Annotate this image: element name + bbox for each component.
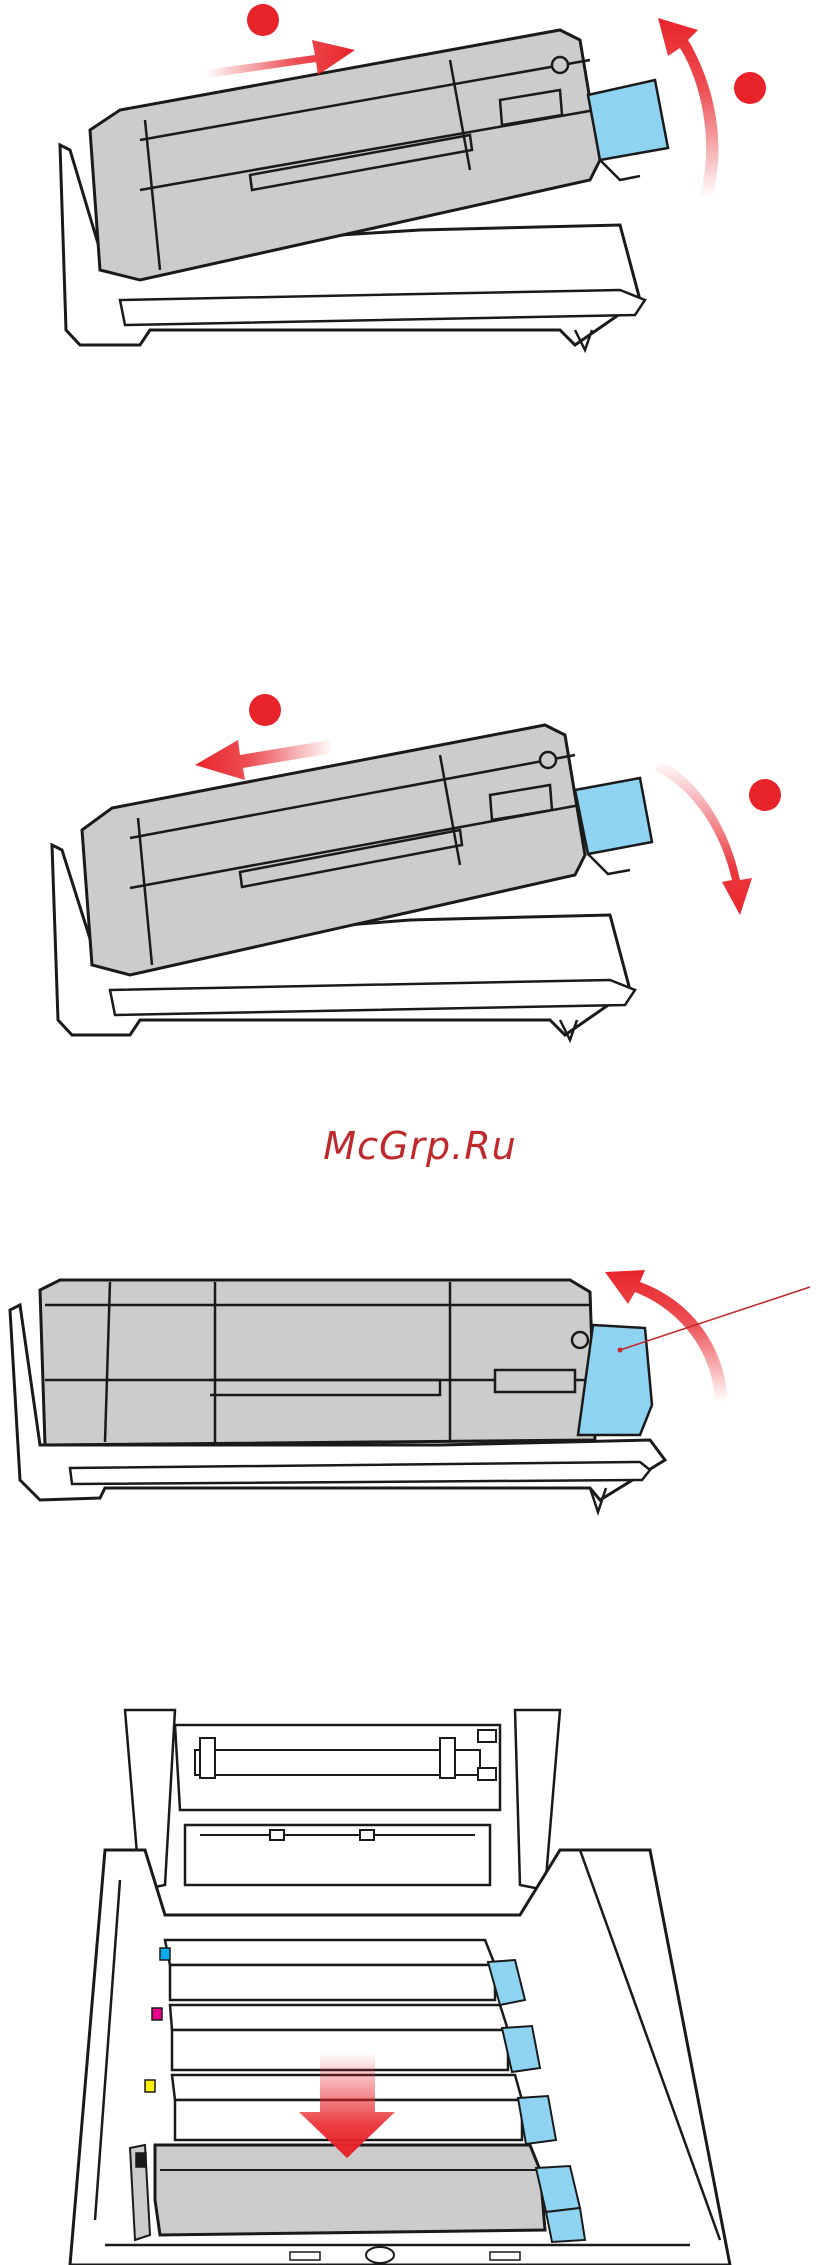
figure-insert-drum (0, 1700, 836, 2265)
drum-unit-black (155, 2145, 545, 2235)
watermark-text: McGrp.Ru (290, 1124, 550, 1168)
curved-up-arrow-icon (658, 18, 718, 198)
figure-tilt-up (0, 0, 836, 360)
drum-slot-magenta (170, 2005, 508, 2030)
toner-lever (575, 778, 652, 854)
cyan-marker (160, 1948, 170, 1960)
magenta-marker (152, 2008, 162, 2020)
black-marker (136, 2153, 146, 2167)
red-step-dot-icon (734, 72, 766, 104)
red-step-dot-icon (249, 694, 281, 726)
red-step-dot-icon (247, 4, 279, 36)
red-step-dot-icon (749, 779, 781, 811)
curved-down-arrow-icon (655, 760, 752, 915)
yellow-marker (145, 2080, 155, 2092)
figure-tilt-down (0, 690, 836, 1070)
toner-lever (588, 80, 668, 160)
figure-rotate-lever (0, 1230, 836, 1570)
drum-slot-cyan (165, 1940, 495, 1965)
